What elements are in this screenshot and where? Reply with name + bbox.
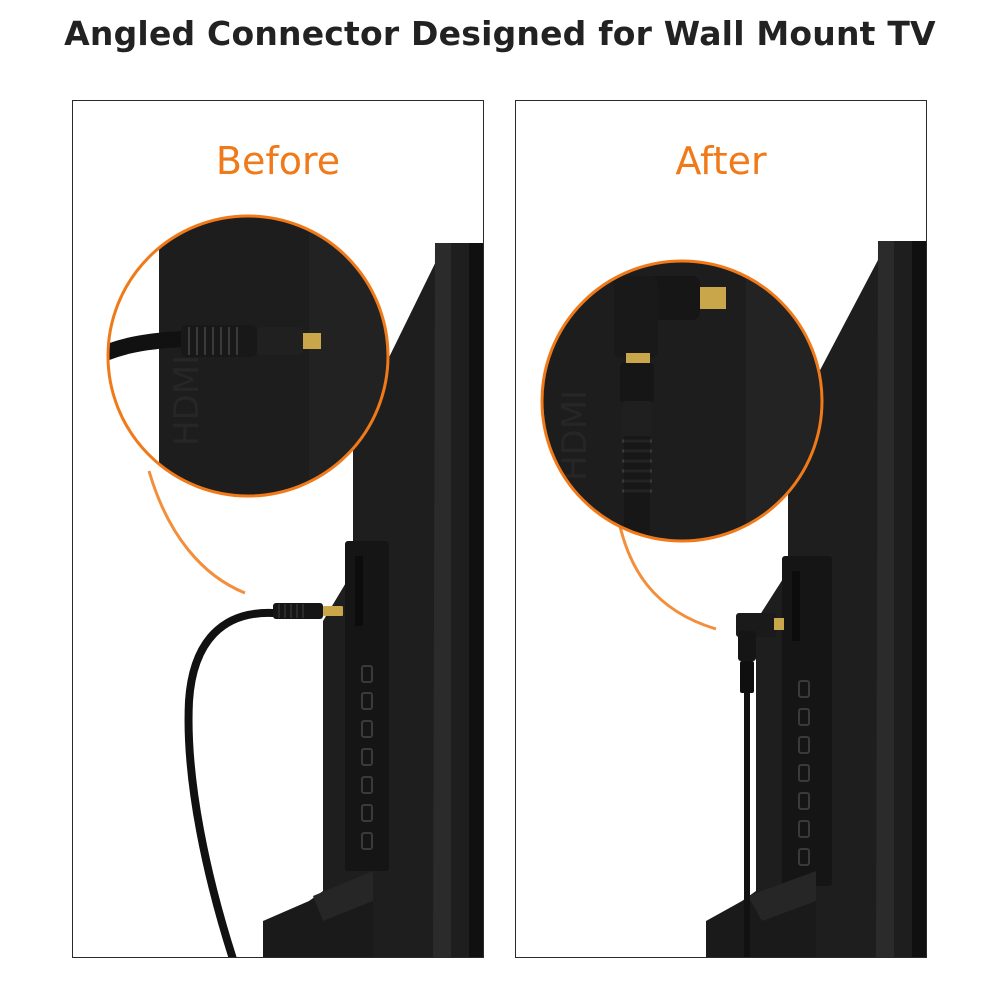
- before-zoom-circle: HDMI: [106, 214, 390, 498]
- straight-hdmi-cable: [184, 603, 343, 957]
- angled-hdmi-connector: [736, 613, 784, 957]
- before-label: Before: [215, 139, 341, 183]
- before-illustration: HDMI: [106, 214, 483, 957]
- svg-text:HDMI: HDMI: [167, 355, 207, 446]
- after-label: After: [675, 139, 767, 183]
- after-panel: After: [515, 100, 927, 958]
- after-illustration: HDMI: [540, 241, 926, 957]
- before-panel: Before: [72, 100, 484, 958]
- svg-text:HDMI: HDMI: [555, 390, 595, 481]
- after-zoom-circle: HDMI: [540, 259, 824, 543]
- page-title: Angled Connector Designed for Wall Mount…: [64, 14, 936, 53]
